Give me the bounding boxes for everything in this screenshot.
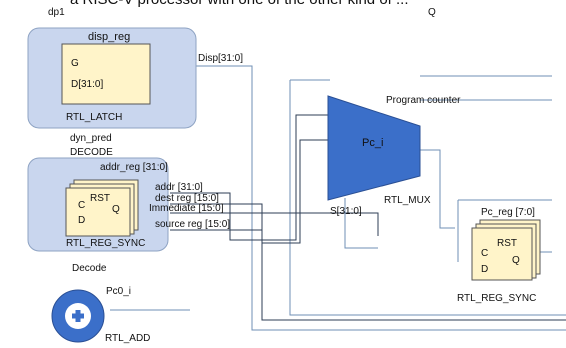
addr-reg-group[interactable]: addr_reg [31:0] RST C Q D RTL_REG_SYNC xyxy=(27,157,169,252)
addr-reg-title: addr_reg [31:0] xyxy=(100,162,168,173)
mux-output-wire xyxy=(420,149,455,229)
pc-reg-group[interactable]: Pc_reg [7:0] RST C Q D RTL_REG_SYNC xyxy=(457,207,541,304)
reg-pin-d: D xyxy=(78,215,85,226)
mux-shape xyxy=(327,95,421,201)
mux-title: Program counter xyxy=(386,95,461,106)
decode-upper-label: DECODE xyxy=(70,147,113,158)
net-label-source-reg: source reg [15:0] xyxy=(155,219,230,230)
mux-name: Pc_i xyxy=(362,137,383,149)
disp-bus-wire xyxy=(196,65,566,331)
pc-reg-pin-q: Q xyxy=(512,255,520,266)
caption-left-fragment: dp1 xyxy=(48,7,65,18)
dyn-pred-label: dyn_pred xyxy=(70,133,112,144)
latch-group[interactable]: disp_reg G D[31:0] RTL_LATCH xyxy=(27,27,197,129)
pc-reg-pin-rst: RST xyxy=(497,238,517,249)
upper-bus-wire xyxy=(289,80,566,316)
pc-reg-pin-c: C xyxy=(481,248,488,259)
adder-group[interactable] xyxy=(51,289,105,343)
mux-cell-type: RTL_MUX xyxy=(384,195,431,206)
adder-cell-type: RTL_ADD xyxy=(105,333,150,344)
pc-reg-cell-type: RTL_REG_SYNC xyxy=(457,293,536,304)
pc-reg-cell-front xyxy=(471,227,533,281)
program-counter-mux[interactable]: Pc_i xyxy=(327,95,421,201)
latch-title: disp_reg xyxy=(88,31,130,43)
net-label-addr: addr [31:0] xyxy=(155,182,203,193)
decode-group-label: Decode xyxy=(72,263,107,274)
latch-cell-type: RTL_LATCH xyxy=(66,112,122,123)
latch-cell xyxy=(61,43,151,105)
reg-pin-c: C xyxy=(78,200,85,211)
pc-reg-title: Pc_reg [7:0] xyxy=(481,207,535,218)
caption-fragment: a RISC-V processor with one of the other… xyxy=(70,0,409,8)
mux-select-wire xyxy=(344,198,378,249)
latch-pin-d: D[31:0] xyxy=(71,79,103,90)
reg-cell-type: RTL_REG_SYNC xyxy=(66,238,145,249)
immediate-net-wire xyxy=(170,212,379,236)
dest-net-wire xyxy=(170,139,330,244)
latch-pin-g: G xyxy=(71,58,79,69)
reg-pin-q: Q xyxy=(112,204,120,215)
caption-right-fragment: Q xyxy=(428,7,436,18)
mux-select-label: S[31:0] xyxy=(330,206,362,217)
net-label-dest-reg: dest reg [15:0] xyxy=(155,193,219,204)
plus-icon xyxy=(65,303,91,329)
reg-pin-rst: RST xyxy=(90,193,110,204)
disp-net-label: Disp[31:0] xyxy=(198,53,243,64)
reg-cell-front xyxy=(65,187,131,237)
source-net-wire xyxy=(170,229,566,321)
wire-net xyxy=(30,61,566,331)
net-label-immediate: Immediate [15:0] xyxy=(149,203,224,214)
adder-name: Pc0_i xyxy=(106,286,131,297)
addr-net-wire xyxy=(170,114,330,241)
pc-reg-pin-d: D xyxy=(481,264,488,275)
